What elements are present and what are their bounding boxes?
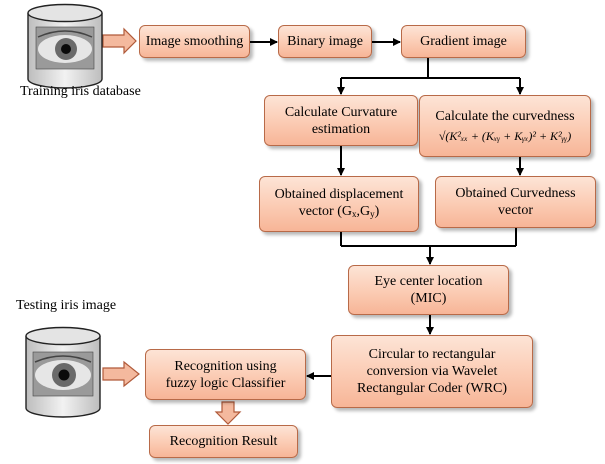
circular-to-rectangular-box: Circular to rectangular conversion via W…: [331, 335, 533, 408]
gradient-image-text: Gradient image: [420, 34, 507, 49]
image-smoothing-text: Image smoothing: [145, 34, 244, 49]
eye-center-text: Eye center location (MIC): [374, 274, 483, 306]
gx-subscript: x: [351, 208, 357, 219]
block-arrow-train-to-smoothing: [102, 27, 137, 55]
curvature-estimation-box: Calculate Curvature estimation: [264, 95, 418, 146]
displacement-line2: vector (Gx,Gy): [299, 203, 380, 223]
gy-subscript: y: [370, 208, 375, 219]
curvature-estimation-text: Calculate Curvature estimation: [284, 104, 398, 137]
displacement-suffix: ): [374, 203, 380, 219]
curvedness-vector-box: Obtained Curvedness vector: [435, 176, 596, 228]
recognition-result-text: Recognition Result: [169, 434, 278, 449]
gradient-image-box: Gradient image: [401, 25, 526, 58]
displacement-line1: Obtained displacement: [274, 186, 404, 202]
image-smoothing-box: Image smoothing: [139, 25, 250, 58]
displacement-mid: ,G: [356, 203, 371, 219]
circular-to-rectangular-text: Circular to rectangular conversion via W…: [356, 347, 508, 396]
eye-center-box: Eye center location (MIC): [348, 265, 509, 315]
displacement-vector-box: Obtained displacement vector (Gx,Gy): [259, 176, 419, 232]
training-database-icon: [27, 3, 103, 89]
curvedness-title: Calculate the curvedness: [435, 108, 575, 124]
binary-image-text: Binary image: [287, 34, 363, 49]
training-database-label: Training iris database: [20, 84, 141, 99]
curvedness-box: Calculate the curvedness √(K²ₓₓ + (Kₓᵧ +…: [419, 95, 591, 157]
testing-image-label: Testing iris image: [16, 298, 117, 313]
displacement-prefix: vector (G: [298, 203, 352, 219]
binary-image-box: Binary image: [278, 25, 372, 58]
curvedness-formula: √(K²ₓₓ + (Kₓᵧ + Kᵧₓ)² + K²ᵧᵧ): [438, 128, 572, 143]
block-arrow-test-to-recognition: [102, 360, 140, 388]
block-arrow-recognition-to-result: [214, 401, 242, 425]
testing-image-icon: [25, 326, 101, 418]
curvedness-vector-text: Obtained Curvedness vector: [455, 186, 576, 218]
recognition-fuzzy-text: Recognition using fuzzy logic Classifier: [165, 358, 286, 391]
recognition-fuzzy-box: Recognition using fuzzy logic Classifier: [145, 349, 306, 400]
recognition-result-box: Recognition Result: [149, 425, 298, 458]
